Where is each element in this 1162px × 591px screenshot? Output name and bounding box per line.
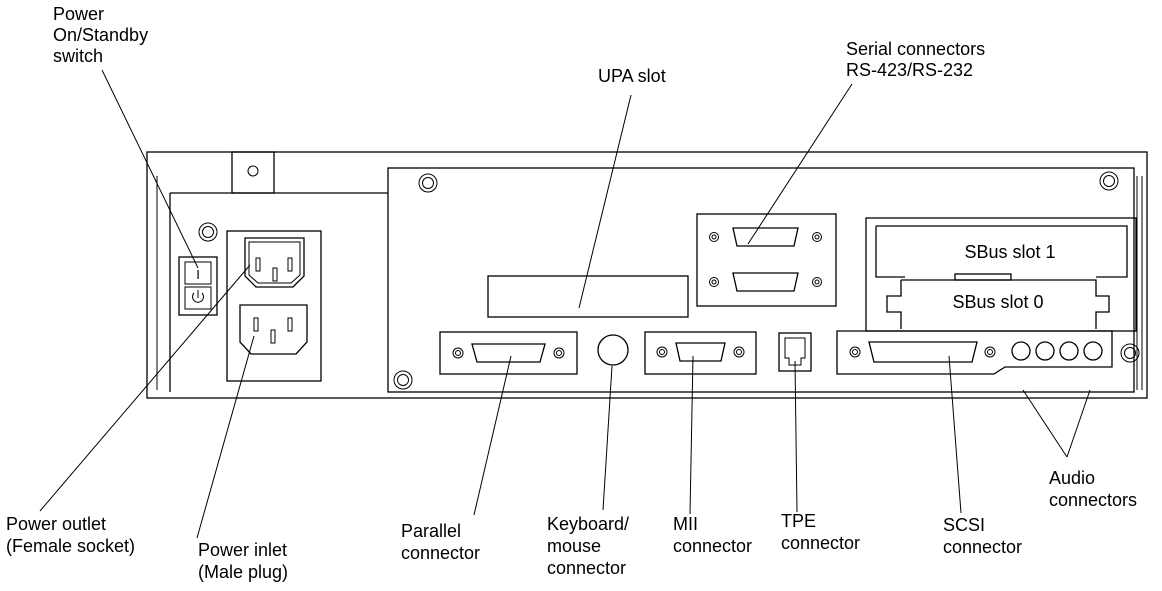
power-inlet <box>239 304 308 355</box>
tpe-connector-label: TPE connector <box>781 511 860 553</box>
keyboard-mouse-connector <box>597 334 629 366</box>
power-outlet <box>226 230 322 382</box>
scsi-connector <box>836 330 1113 375</box>
serial-connectors <box>696 213 837 307</box>
power-switch-label: Power On/Standby switch <box>53 4 153 66</box>
serial-connectors-label: Serial connectors RS-423/RS-232 <box>846 39 990 80</box>
audio-connectors <box>1011 341 1103 361</box>
leader-lines <box>39 69 1091 539</box>
screw-icon <box>198 171 1140 390</box>
power-outlet-label: Power outlet (Female socket) <box>6 514 135 556</box>
upa-slot-label: UPA slot <box>598 66 666 86</box>
chassis <box>146 151 1148 399</box>
audio-connectors-label: Audio connectors <box>1049 468 1137 510</box>
scsi-connector-label: SCSI connector <box>943 515 1022 557</box>
parallel-connector-label: Parallel connector <box>401 521 480 563</box>
sbus-slot-0-label: SBus slot 0 <box>952 292 1043 312</box>
labels: Power On/Standby switch UPA slot Serial … <box>6 4 1137 582</box>
power-switch: I <box>178 256 218 316</box>
switch-on-symbol: I <box>196 267 200 282</box>
mii-connector-label: MII connector <box>673 514 752 556</box>
keyboard-mouse-connector-label: Keyboard/ mouse connector <box>547 514 634 578</box>
upa-slot <box>487 275 689 318</box>
mii-connector <box>644 331 757 375</box>
parallel-connector <box>439 331 578 375</box>
standby-icon <box>192 290 204 303</box>
sbus-slot-1-label: SBus slot 1 <box>964 242 1055 262</box>
power-inlet-label: Power inlet (Male plug) <box>198 540 292 582</box>
sbus-slots: SBus slot 1 SBus slot 0 <box>865 217 1137 332</box>
